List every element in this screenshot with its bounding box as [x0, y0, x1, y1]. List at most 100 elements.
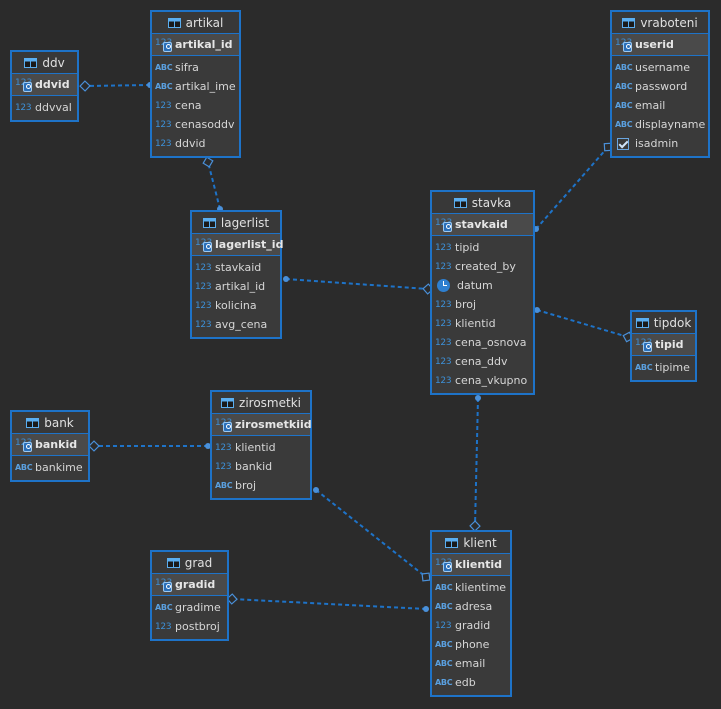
- column-row[interactable]: isadmin: [612, 134, 708, 153]
- entity-header[interactable]: klient: [432, 532, 510, 554]
- entity-header[interactable]: bank: [12, 412, 88, 434]
- link-stavka-klient[interactable]: [469, 395, 481, 532]
- entity-tipdok[interactable]: tipdok123tipidABCtipime: [630, 310, 697, 382]
- column-name: avg_cena: [215, 318, 268, 331]
- entity-header[interactable]: tipdok: [632, 312, 695, 334]
- primary-key-row[interactable]: 123zirosmetkiid: [212, 414, 312, 436]
- table-icon: [445, 537, 459, 548]
- entity-header[interactable]: zirosmetki: [212, 392, 310, 414]
- primary-key-name: zirosmetkiid: [235, 418, 312, 431]
- text-type-icon: ABC: [155, 603, 173, 612]
- entity-lagerlist[interactable]: lagerlist123lagerlist_id 123stavkaid123ar…: [190, 210, 283, 339]
- primary-key-row[interactable]: 123userid: [612, 34, 708, 56]
- link-lagerlist-artikal[interactable]: [202, 156, 223, 212]
- column-name: kolicina: [215, 299, 257, 312]
- link-lagerlist-stavka[interactable]: [283, 276, 434, 295]
- column-name: created_by: [455, 260, 516, 273]
- numeric-type-icon: 123: [155, 138, 172, 149]
- primary-key-row[interactable]: 123lagerlist_id: [192, 234, 283, 256]
- column-name: broj: [455, 298, 477, 311]
- link-stavka-tipdok[interactable]: [534, 307, 634, 343]
- column-row[interactable]: datum: [432, 276, 533, 295]
- table-icon: [453, 197, 467, 208]
- link-zirosmetki-klient[interactable]: [313, 487, 431, 582]
- link-klient-grad[interactable]: [226, 593, 429, 612]
- entity-header[interactable]: stavka: [432, 192, 533, 214]
- primary-key-name: klientid: [455, 558, 503, 571]
- primary-key-icon: 123: [435, 217, 453, 232]
- link-diamond: [88, 440, 100, 452]
- entity-header[interactable]: lagerlist: [192, 212, 280, 234]
- entity-header[interactable]: artikal: [152, 12, 239, 34]
- checkbox-icon: [617, 137, 629, 150]
- entity-zirosmetki[interactable]: zirosmetki123zirosmetkiid 123klientid123b…: [210, 390, 312, 500]
- entity-vraboteni[interactable]: vraboteni123useridABCusernameABCpassword…: [610, 10, 710, 158]
- entity-bank[interactable]: bank123bankidABCbankime: [10, 410, 90, 482]
- entity-header[interactable]: grad: [152, 552, 227, 574]
- text-type-icon: ABC: [435, 583, 453, 592]
- link-stavka-vraboteni[interactable]: [533, 142, 613, 232]
- entity-title: grad: [184, 555, 213, 570]
- link-line: [207, 161, 221, 210]
- numeric-type-icon: 123: [195, 300, 212, 311]
- link-zirosmetki-bank[interactable]: [88, 440, 211, 452]
- link-artikal-ddv[interactable]: [79, 80, 153, 92]
- entity-grad[interactable]: grad 123gradidABCgradime123postbroj: [150, 550, 229, 641]
- entity-klient[interactable]: klient123klientidABCklientimeABCadresa12…: [430, 530, 512, 697]
- entity-header[interactable]: ddv: [12, 52, 77, 74]
- link-end-dot: [313, 487, 319, 493]
- primary-key-icon: 123: [155, 577, 173, 592]
- primary-key-name: userid: [635, 38, 674, 51]
- entity-header[interactable]: vraboteni: [612, 12, 708, 34]
- numeric-type-icon: 123: [195, 319, 212, 330]
- column-name: bankime: [35, 461, 83, 474]
- entity-artikal[interactable]: artikal123artikal_idABCsifraABCartikal_i…: [150, 10, 241, 158]
- column-name: cena_ddv: [455, 355, 508, 368]
- entity-stavka[interactable]: stavka123stavkaid123tipid123created_byda…: [430, 190, 535, 395]
